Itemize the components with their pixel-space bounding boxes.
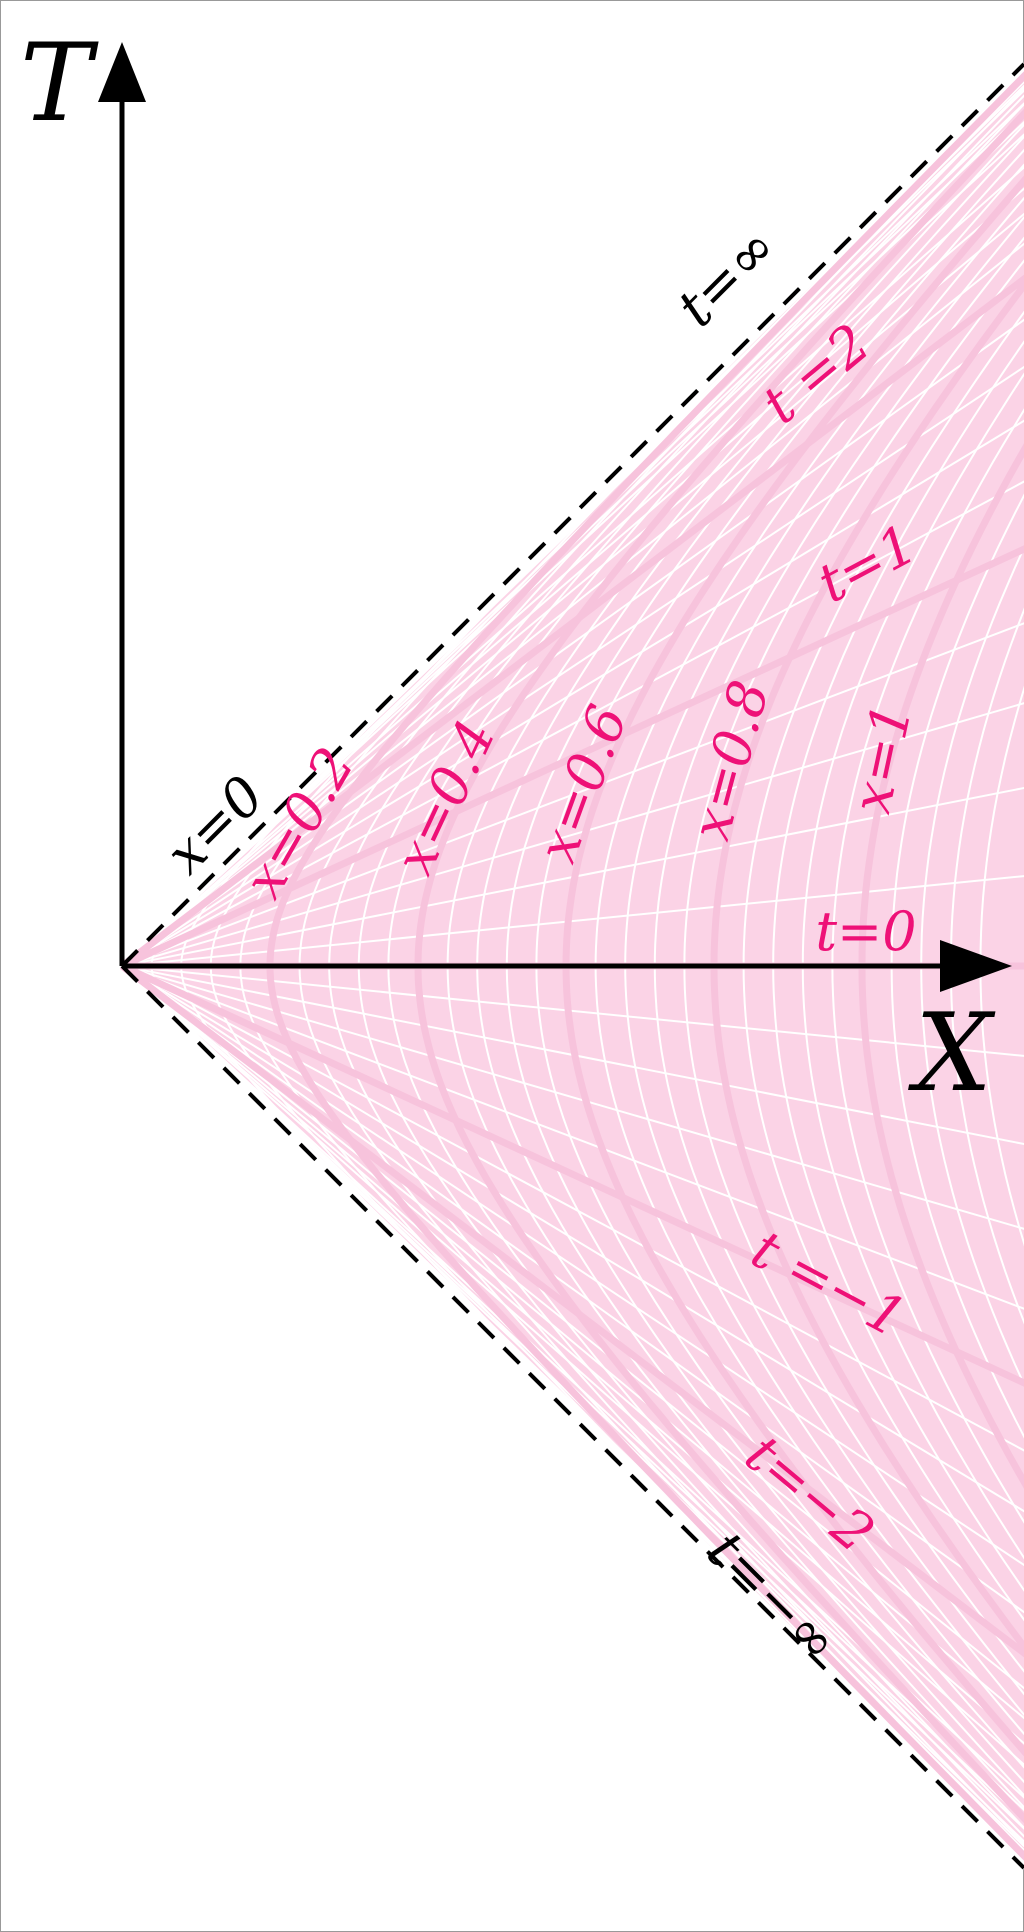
t-line--2 xyxy=(119,963,1024,1658)
minor-t-line xyxy=(121,480,1024,967)
t-axis-label: T xyxy=(20,21,99,146)
horizon-past xyxy=(120,964,1024,1870)
t-axis-arrow xyxy=(98,42,146,102)
minor-t-line xyxy=(121,62,1024,967)
minor-t-line xyxy=(121,242,1024,967)
minor-t-line xyxy=(121,318,1024,967)
horizon-future xyxy=(120,62,1024,968)
minor-t-line xyxy=(121,965,1024,1766)
minor-t-line xyxy=(121,419,1024,967)
minor-t-line xyxy=(121,965,1024,1513)
minor-t-line xyxy=(121,212,1024,967)
minor-t-line xyxy=(121,622,1024,967)
t-line--1 xyxy=(120,962,1024,1387)
minor-t-line xyxy=(121,965,1024,1567)
minor-t-line xyxy=(121,365,1024,967)
minor-t-line xyxy=(121,965,1024,1745)
t-line-1 xyxy=(120,545,1024,970)
x-axis-arrow xyxy=(940,940,1012,992)
minor-t-line xyxy=(121,166,1024,967)
minor-t-line xyxy=(121,965,1024,1720)
minor-t-line xyxy=(121,965,1024,1452)
t-line-2 xyxy=(119,274,1024,969)
minor-t-line xyxy=(121,965,1024,1614)
t-0-label: t=0 xyxy=(815,900,916,963)
minor-t-line xyxy=(121,187,1024,967)
minor-t-line xyxy=(121,965,1024,1843)
x-axis-label: X xyxy=(908,991,996,1116)
minor-t-line xyxy=(121,965,1024,1310)
minor-t-line xyxy=(121,965,1024,1690)
